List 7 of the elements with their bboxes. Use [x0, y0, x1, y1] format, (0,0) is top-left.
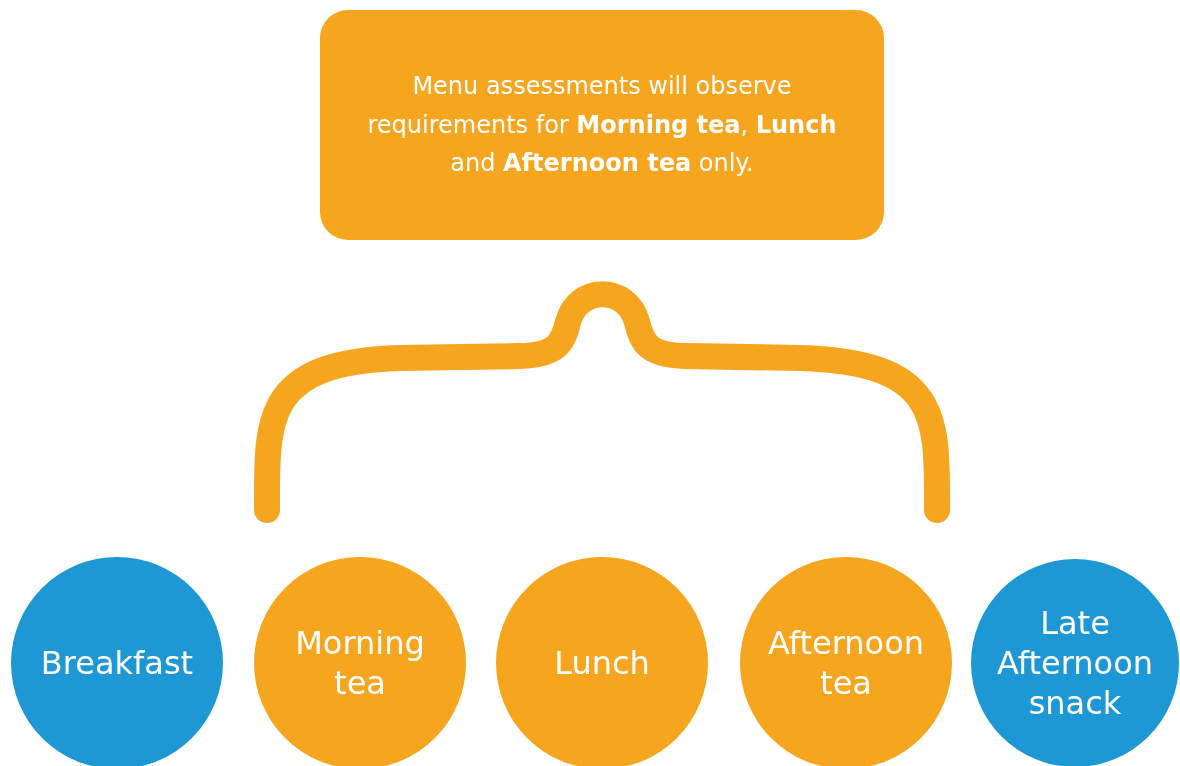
note-box — [320, 10, 884, 240]
meal-label: Lunch — [554, 643, 650, 683]
meal-label: Late Afternoon snack — [996, 603, 1154, 723]
meal-label: Breakfast — [40, 643, 194, 683]
meal-label: Morning tea — [294, 623, 426, 703]
note-text: Menu assessments will observe requirements for Morning tea, Lunch and Afternoon tea only. — [366, 71, 838, 180]
meal-label: Afternoon tea — [767, 623, 925, 703]
